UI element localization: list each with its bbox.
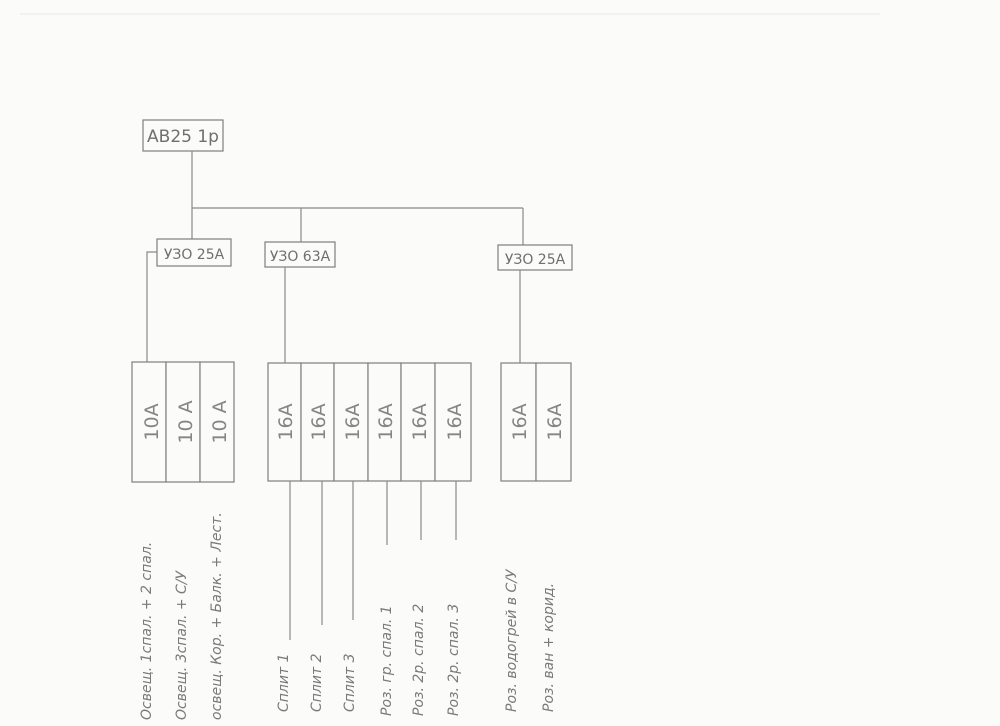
circuit-label: Роз. гр. спал. 1	[379, 605, 395, 716]
circuit-label: Роз. 2р. спал. 3	[446, 604, 462, 716]
rcd-3-label: УЗО 25А	[505, 252, 566, 268]
breaker-group-1: 10А 10 А 10 А	[131, 361, 235, 483]
circuit-label: Роз. 2р. спал. 2	[411, 604, 427, 716]
circuit-label: Освещ. 1спал. + 2 спал.	[139, 542, 155, 720]
breaker-cell	[300, 362, 335, 482]
breaker-rating: 16А	[342, 403, 364, 440]
circuit-labels: Освещ. 1спал. + 2 спал. Освещ. 3спал. + …	[139, 512, 557, 720]
breaker-cell	[199, 361, 235, 483]
breaker-cell	[535, 362, 572, 482]
breaker-cell	[165, 361, 201, 483]
breaker-rating: 10 А	[175, 400, 197, 443]
circuit-label: Сплит 3	[342, 654, 358, 713]
rcd-1: УЗО 25А	[146, 238, 232, 362]
breaker-rating: 16А	[544, 403, 566, 440]
circuit-label: Роз. ван + корид.	[541, 583, 557, 712]
feeder-lines	[191, 151, 524, 245]
circuit-label: Роз. водогрей в С/У	[504, 568, 520, 712]
breaker-rating: 10 А	[209, 400, 231, 443]
breaker-rating: 16А	[409, 403, 431, 440]
breaker-group-2: 16А 16А 16А 16А 16А 16А	[267, 362, 472, 482]
main-breaker-label: АВ25 1р	[147, 127, 219, 147]
breaker-rating: 16А	[509, 403, 531, 440]
breaker-rating: 16А	[375, 403, 397, 440]
rcd-3: УЗО 25А	[497, 244, 573, 363]
circuit-label: освещ. Кор. + Балк. + Лест.	[209, 512, 225, 720]
breaker-cell	[500, 362, 537, 482]
breaker-rating: 16А	[308, 403, 330, 440]
breaker-group-3: 16А 16А	[500, 362, 572, 482]
breaker-cell	[434, 362, 472, 482]
breaker-rating: 10А	[141, 403, 163, 440]
rcd-2-label: УЗО 63А	[270, 249, 331, 265]
circuit-label: Сплит 2	[309, 653, 325, 712]
circuit-label: Сплит 1	[276, 654, 292, 713]
circuit-label: Освещ. 3спал. + С/У	[174, 569, 190, 720]
rcd-2: УЗО 63А	[264, 241, 336, 363]
breaker-cell	[333, 362, 369, 482]
rcd-1-label: УЗО 25А	[164, 247, 225, 263]
breaker-rating: 16А	[444, 403, 466, 440]
circuit-lines	[289, 481, 457, 640]
breaker-cell	[367, 362, 402, 482]
main-breaker: АВ25 1р	[142, 119, 224, 152]
breaker-rating: 16А	[275, 403, 297, 440]
